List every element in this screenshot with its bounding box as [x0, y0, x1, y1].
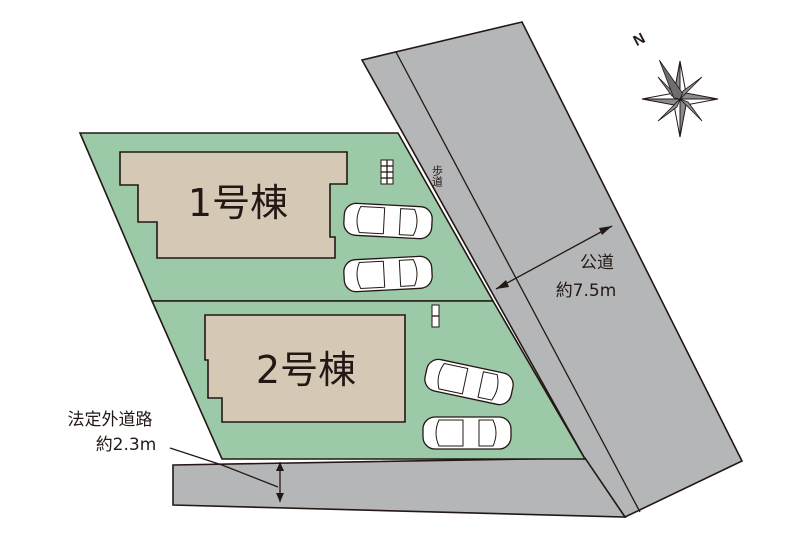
legal-road-name: 法定外道路 [68, 410, 153, 430]
sidewalk-label: 歩道 [431, 164, 444, 187]
car-1a [343, 202, 433, 240]
legal-road [172, 457, 627, 518]
building-2-label: 2号棟 [256, 348, 356, 392]
legal-road-width: 約2.3m [96, 435, 157, 455]
building-1 [119, 151, 348, 259]
compass-icon [641, 59, 719, 138]
car-1b [343, 255, 433, 293]
public-road-dimension [495, 225, 613, 290]
north-label: N [630, 30, 648, 50]
building-1-label: 1号棟 [188, 181, 288, 225]
legal-road-dimension [169, 447, 284, 502]
public-road [360, 21, 744, 519]
car-2a [424, 358, 514, 406]
sidewalk-line [395, 51, 641, 513]
car-2b [422, 416, 512, 450]
stair-marks [380, 159, 440, 328]
building-2 [204, 314, 406, 423]
public-road-width: 約7.5m [556, 281, 617, 301]
public-road-name: 公道 [580, 253, 614, 273]
